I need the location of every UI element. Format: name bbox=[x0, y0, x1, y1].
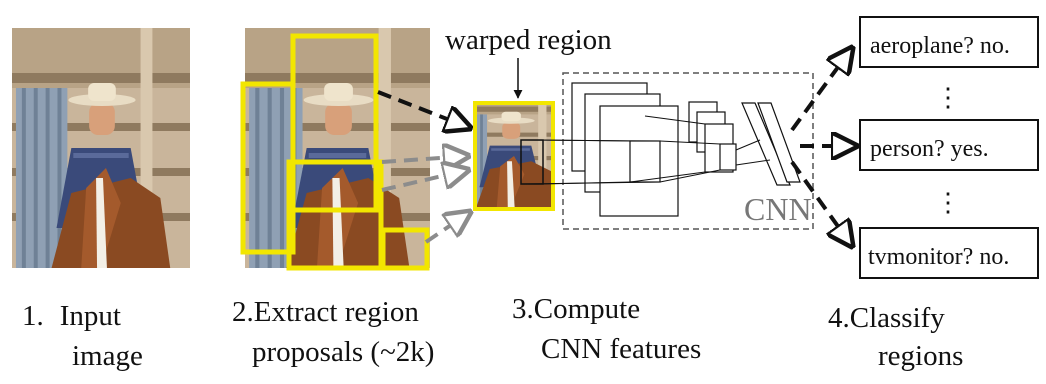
step-3-line-1: Compute bbox=[533, 293, 641, 325]
step-4-line-1: Classify bbox=[849, 302, 945, 334]
fc-layer-2 bbox=[757, 102, 801, 183]
step-1-caption: 1. Input bbox=[22, 298, 121, 334]
warped-region-image bbox=[473, 101, 555, 211]
class-box-person: person? yes. bbox=[859, 119, 1039, 171]
proposal-arrow-dark bbox=[377, 90, 470, 128]
proposals-image bbox=[240, 28, 430, 271]
class-label-tvmonitor: tvmonitor? no. bbox=[868, 244, 1009, 270]
step-3-line-2: CNN features bbox=[541, 333, 702, 365]
class-box-aeroplane: aeroplane? no. bbox=[859, 16, 1039, 68]
step-2-line-2: proposals (~2k) bbox=[252, 336, 435, 368]
fc-layer-1 bbox=[741, 102, 791, 186]
step-4-line-2: regions bbox=[878, 340, 964, 372]
cnn-label: CNN bbox=[744, 191, 812, 227]
step-1-number: 1. bbox=[22, 300, 44, 332]
cnn-dashed-frame bbox=[562, 72, 814, 230]
step-3-number: 3. bbox=[512, 293, 534, 325]
step-1-line-2: image bbox=[72, 340, 143, 372]
input-image bbox=[12, 28, 190, 268]
class-box-tvmonitor: tvmonitor? no. bbox=[859, 227, 1039, 279]
cnn-block: CNN bbox=[520, 72, 814, 230]
output-arrows bbox=[790, 48, 856, 246]
step-3-caption-line-2: CNN features bbox=[541, 331, 701, 367]
class-label-person: person? yes. bbox=[870, 136, 989, 162]
step-4-number: 4. bbox=[828, 302, 850, 334]
step-2-caption-line-2: proposals (~2k) bbox=[252, 334, 434, 370]
step-1-line-1: Input bbox=[59, 300, 121, 332]
warped-region-label: warped region bbox=[445, 24, 612, 56]
class-label-aeroplane: aeroplane? no. bbox=[870, 33, 1010, 59]
output-arrow-tvmonitor bbox=[790, 160, 852, 246]
proposal-box-horse bbox=[286, 159, 384, 271]
ellipsis-bottom: ⋮ bbox=[935, 188, 961, 217]
proposal-arrow-gray-2 bbox=[381, 170, 468, 192]
proposal-arrows bbox=[377, 90, 470, 244]
step-4-caption: 4.Classify bbox=[828, 300, 945, 336]
step-2-line-1: Extract region bbox=[253, 296, 419, 328]
output-arrow-aeroplane bbox=[790, 48, 852, 132]
proposal-arrow-gray-3 bbox=[424, 212, 470, 244]
proposal-box-small bbox=[380, 227, 430, 271]
step-2-caption: 2.Extract region bbox=[232, 294, 419, 330]
step-3-caption: 3.Compute bbox=[512, 291, 640, 327]
proposal-arrow-gray-1 bbox=[381, 156, 468, 162]
step-1-caption-line-2: image bbox=[72, 338, 143, 374]
ellipsis-top: ⋮ bbox=[935, 83, 961, 112]
step-4-caption-line-2: regions bbox=[878, 338, 963, 374]
proposal-box-fence bbox=[240, 81, 296, 255]
step-2-number: 2. bbox=[232, 296, 254, 328]
